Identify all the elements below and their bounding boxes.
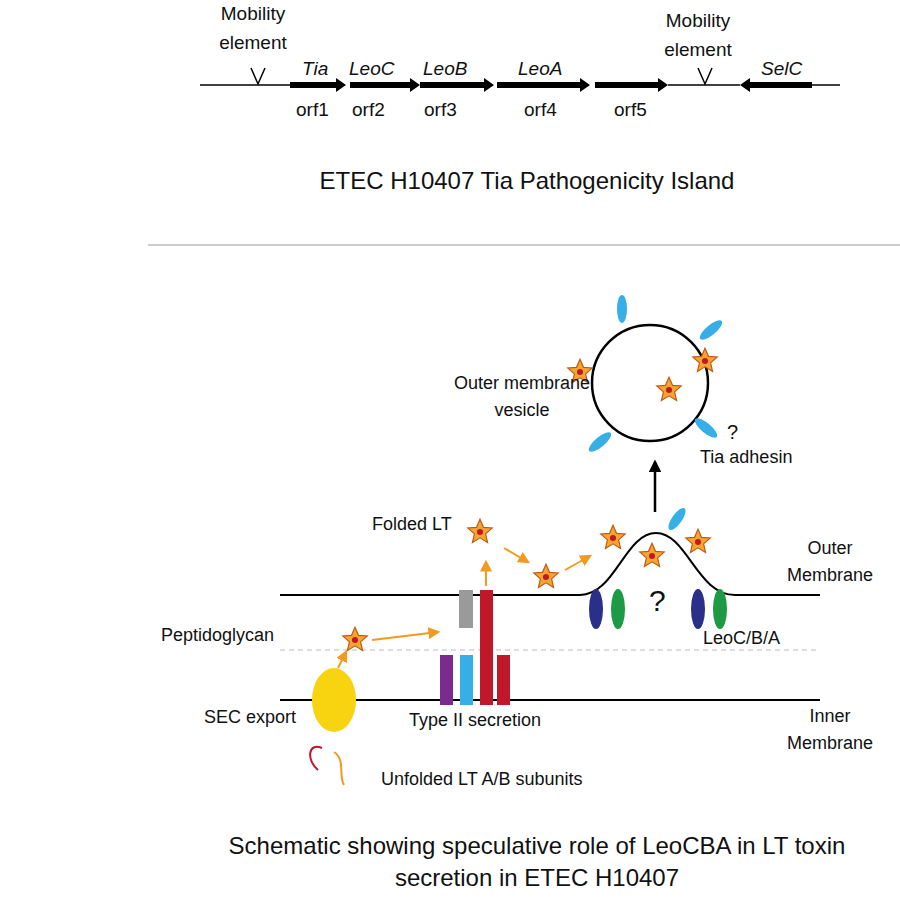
part-label: Inner Membrane	[784, 703, 876, 757]
part-label: LeoB	[423, 55, 467, 84]
part-label: Unfolded LT A/B subunits	[381, 766, 582, 793]
part-label: SEC export	[204, 704, 296, 731]
part-label: orf3	[424, 96, 457, 125]
figure-caption: Schematic showing speculative role of Le…	[217, 830, 857, 895]
part-label: Outer Membrane	[784, 535, 876, 589]
part-label: Type II secretion	[409, 707, 541, 734]
panel-title: ETEC H10407 Tia Pathogenicity Island	[247, 163, 807, 199]
part-label: orf5	[614, 96, 647, 125]
part-label: LeoC/B/A	[703, 625, 780, 652]
part-label: Mobility element	[198, 0, 308, 57]
flow-arrows	[338, 548, 590, 668]
part-label: SelC	[761, 55, 802, 84]
part-label: LeoC	[349, 55, 394, 84]
part-label: LeoA	[518, 55, 562, 84]
part-label: Peptidoglycan	[161, 622, 274, 649]
part-label: Folded LT	[372, 511, 452, 538]
part-label: Tia adhesin	[700, 444, 792, 471]
vesicle	[568, 295, 725, 512]
separator	[148, 245, 900, 246]
part-label: orf2	[352, 96, 385, 125]
part-label: Outer membrane vesicle	[447, 370, 597, 424]
part-label: ?	[649, 578, 666, 623]
part-label: ?	[727, 417, 738, 447]
proteins	[310, 505, 727, 785]
part-label: orf4	[524, 96, 557, 125]
membranes	[280, 533, 820, 700]
part-label: Tia	[302, 55, 328, 84]
part-label: orf1	[296, 96, 329, 125]
part-label: Mobility element	[643, 7, 753, 64]
